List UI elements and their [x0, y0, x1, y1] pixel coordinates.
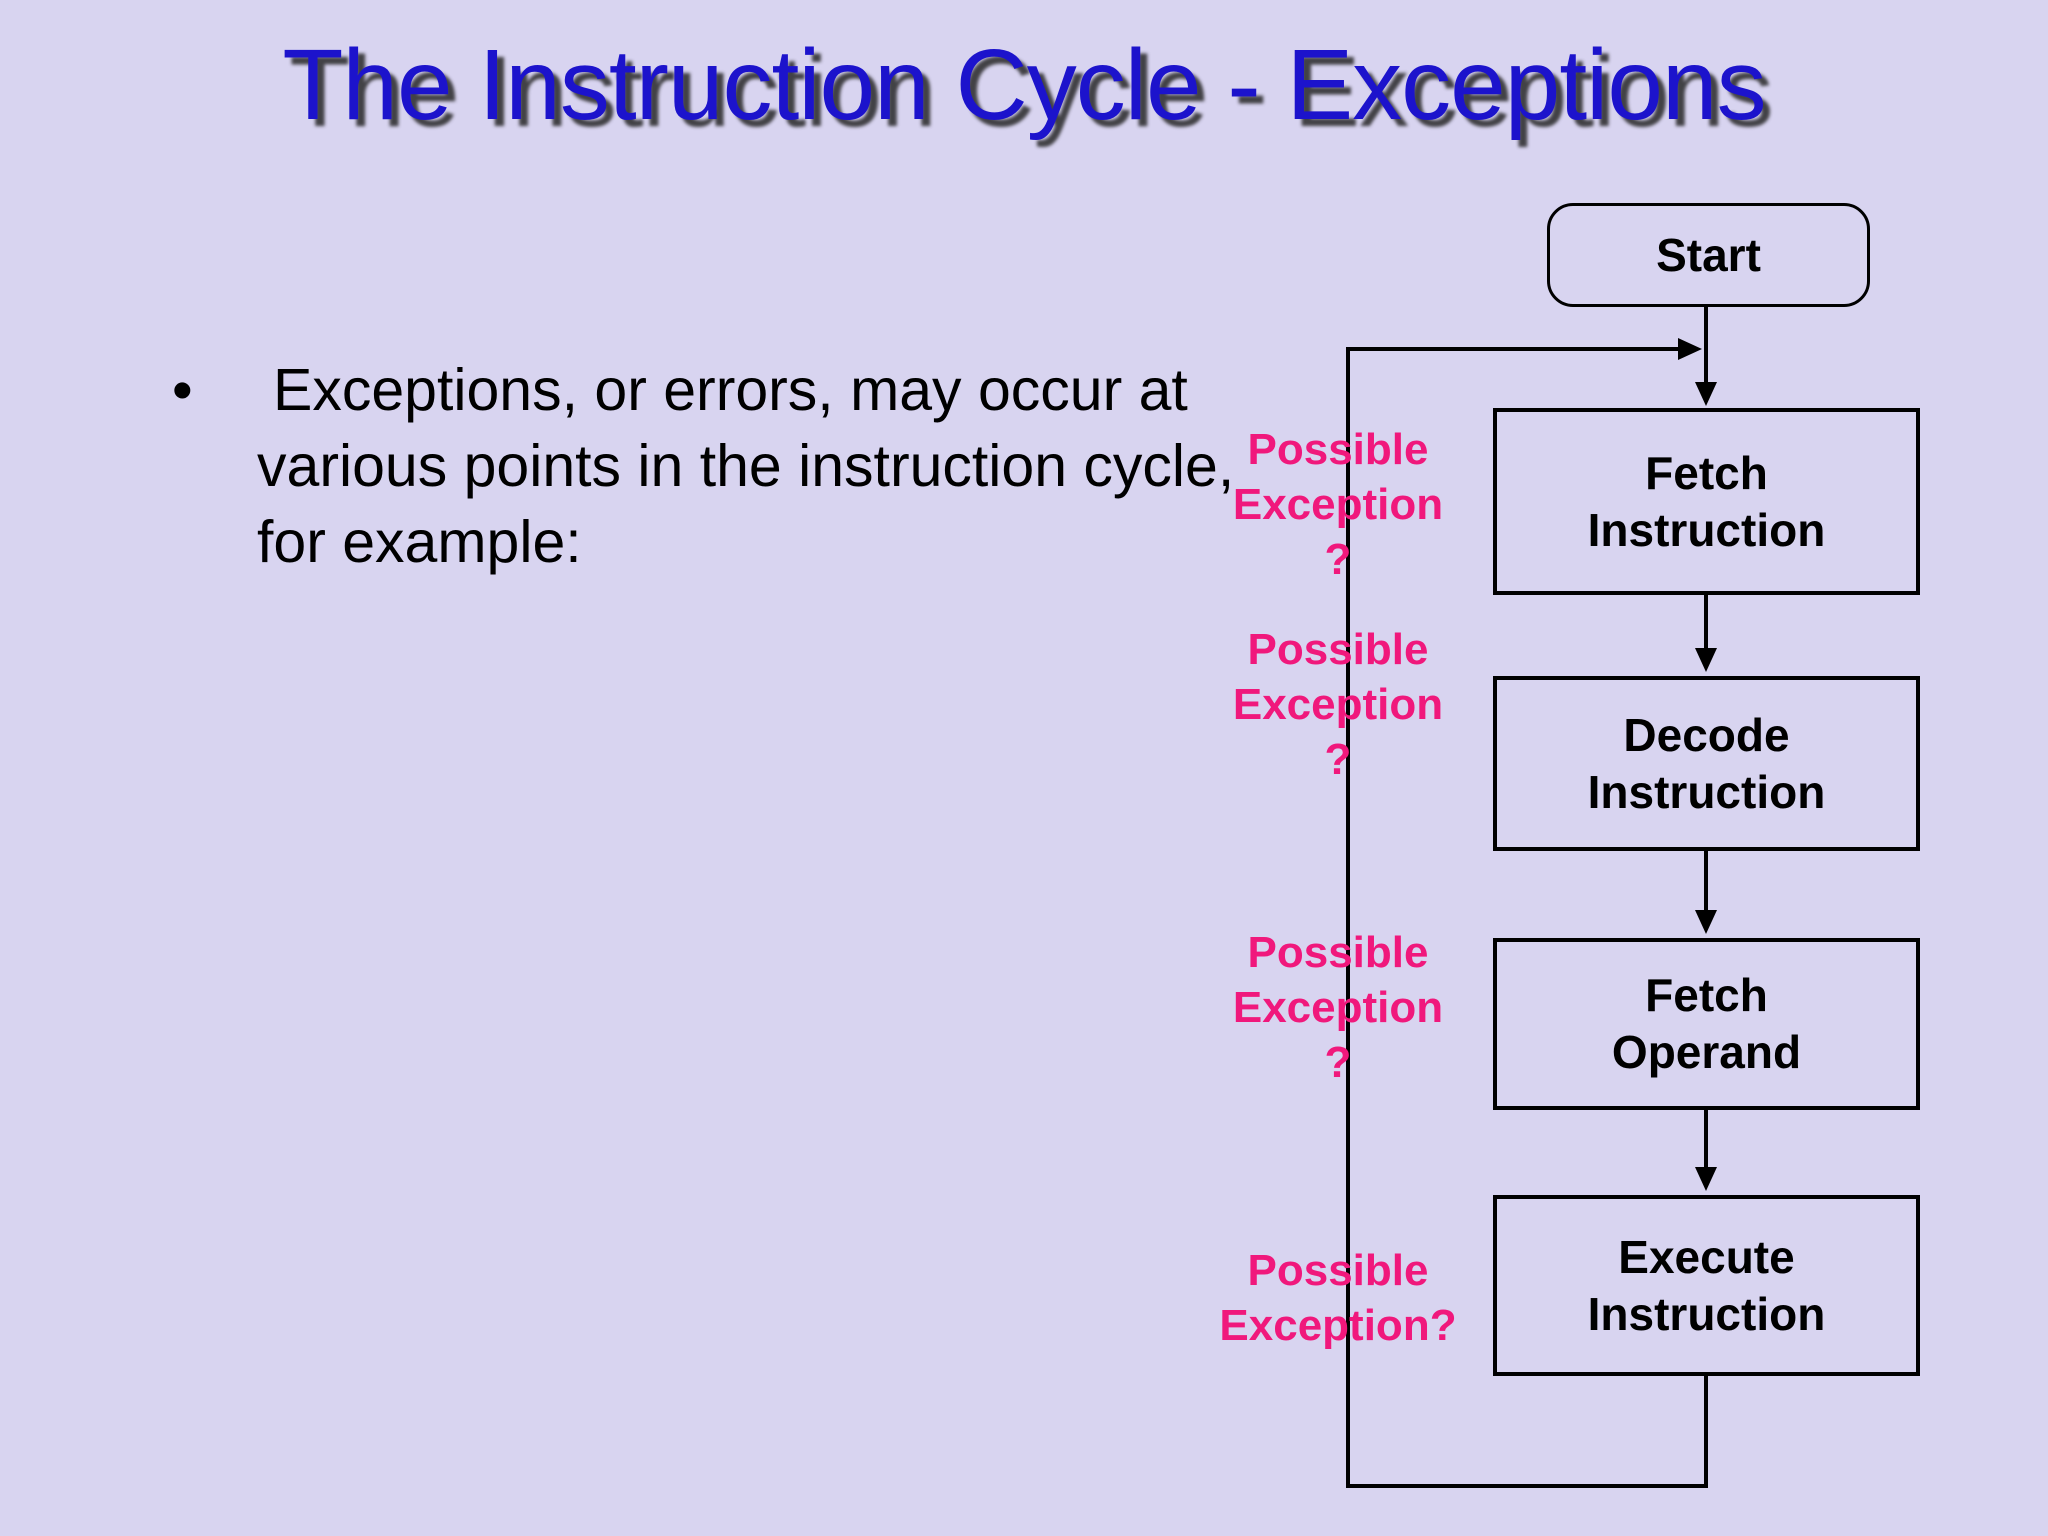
- exception-label-line: Possible: [1247, 928, 1429, 977]
- flowchart-node-decode-instruction: Decode Instruction: [1493, 676, 1920, 851]
- exception-label-line: Exception?: [1219, 1301, 1457, 1350]
- connector-operand-to-execute-arrowhead-icon: [1695, 1167, 1717, 1191]
- bullet-text: Exceptions, or errors, may occur at vari…: [257, 357, 1235, 575]
- loop-left-line: [1346, 347, 1350, 1488]
- node-label: Instruction: [1587, 1287, 1826, 1340]
- exception-label-line: ?: [1324, 735, 1352, 784]
- node-label: Operand: [1611, 1026, 1802, 1078]
- exception-label-line: ?: [1324, 1038, 1352, 1087]
- connector-decode-to-operand-arrowhead-icon: [1695, 910, 1717, 934]
- connector-fetch-to-decode-arrowhead-icon: [1695, 648, 1717, 672]
- slide-title: The Instruction Cycle - Exceptions: [282, 29, 1766, 141]
- connector-fetch-to-decode-line: [1704, 595, 1708, 653]
- node-label: Fetch: [1645, 446, 1768, 499]
- flowchart-node-fetch-operand: Fetch Operand: [1493, 938, 1920, 1110]
- exception-label-line: Exception: [1232, 983, 1444, 1032]
- connector-start-to-fetch-line: [1704, 307, 1708, 387]
- exception-label-line: Exception: [1232, 480, 1444, 529]
- node-label: Instruction: [1587, 765, 1826, 818]
- exception-label-line: ?: [1324, 535, 1352, 584]
- bullet-marker: •: [172, 357, 193, 423]
- connector-operand-to-execute-line: [1704, 1110, 1708, 1172]
- exception-label-line: Possible: [1247, 625, 1429, 674]
- exception-label-line: Exception: [1232, 680, 1444, 729]
- exception-label-line: Possible: [1247, 425, 1429, 474]
- connector-decode-to-operand-line: [1704, 851, 1708, 915]
- loop-right-line: [1704, 1376, 1708, 1488]
- exception-label-fetch-instruction: Possible Exception ?: [1168, 422, 1508, 587]
- loop-bottom-line: [1346, 1484, 1708, 1488]
- flowchart-node-start: Start: [1547, 203, 1870, 307]
- node-label: Fetch: [1645, 969, 1768, 1021]
- start-label: Start: [1656, 229, 1761, 281]
- exception-label-fetch-operand: Possible Exception ?: [1168, 925, 1508, 1090]
- exception-label-decode-instruction: Possible Exception ?: [1168, 622, 1508, 787]
- exception-label-line: Possible: [1247, 1246, 1429, 1295]
- loop-merge-line: [1346, 347, 1680, 351]
- loop-merge-arrowhead-icon: [1678, 338, 1702, 360]
- node-label: Decode: [1623, 708, 1790, 761]
- flowchart-node-fetch-instruction: Fetch Instruction: [1493, 408, 1920, 595]
- node-label: Instruction: [1587, 503, 1826, 556]
- exception-label-execute-instruction: Possible Exception?: [1168, 1243, 1508, 1353]
- node-label: Execute: [1618, 1230, 1795, 1283]
- flowchart-node-execute-instruction: Execute Instruction: [1493, 1195, 1920, 1376]
- connector-start-to-fetch-arrowhead-icon: [1695, 382, 1717, 406]
